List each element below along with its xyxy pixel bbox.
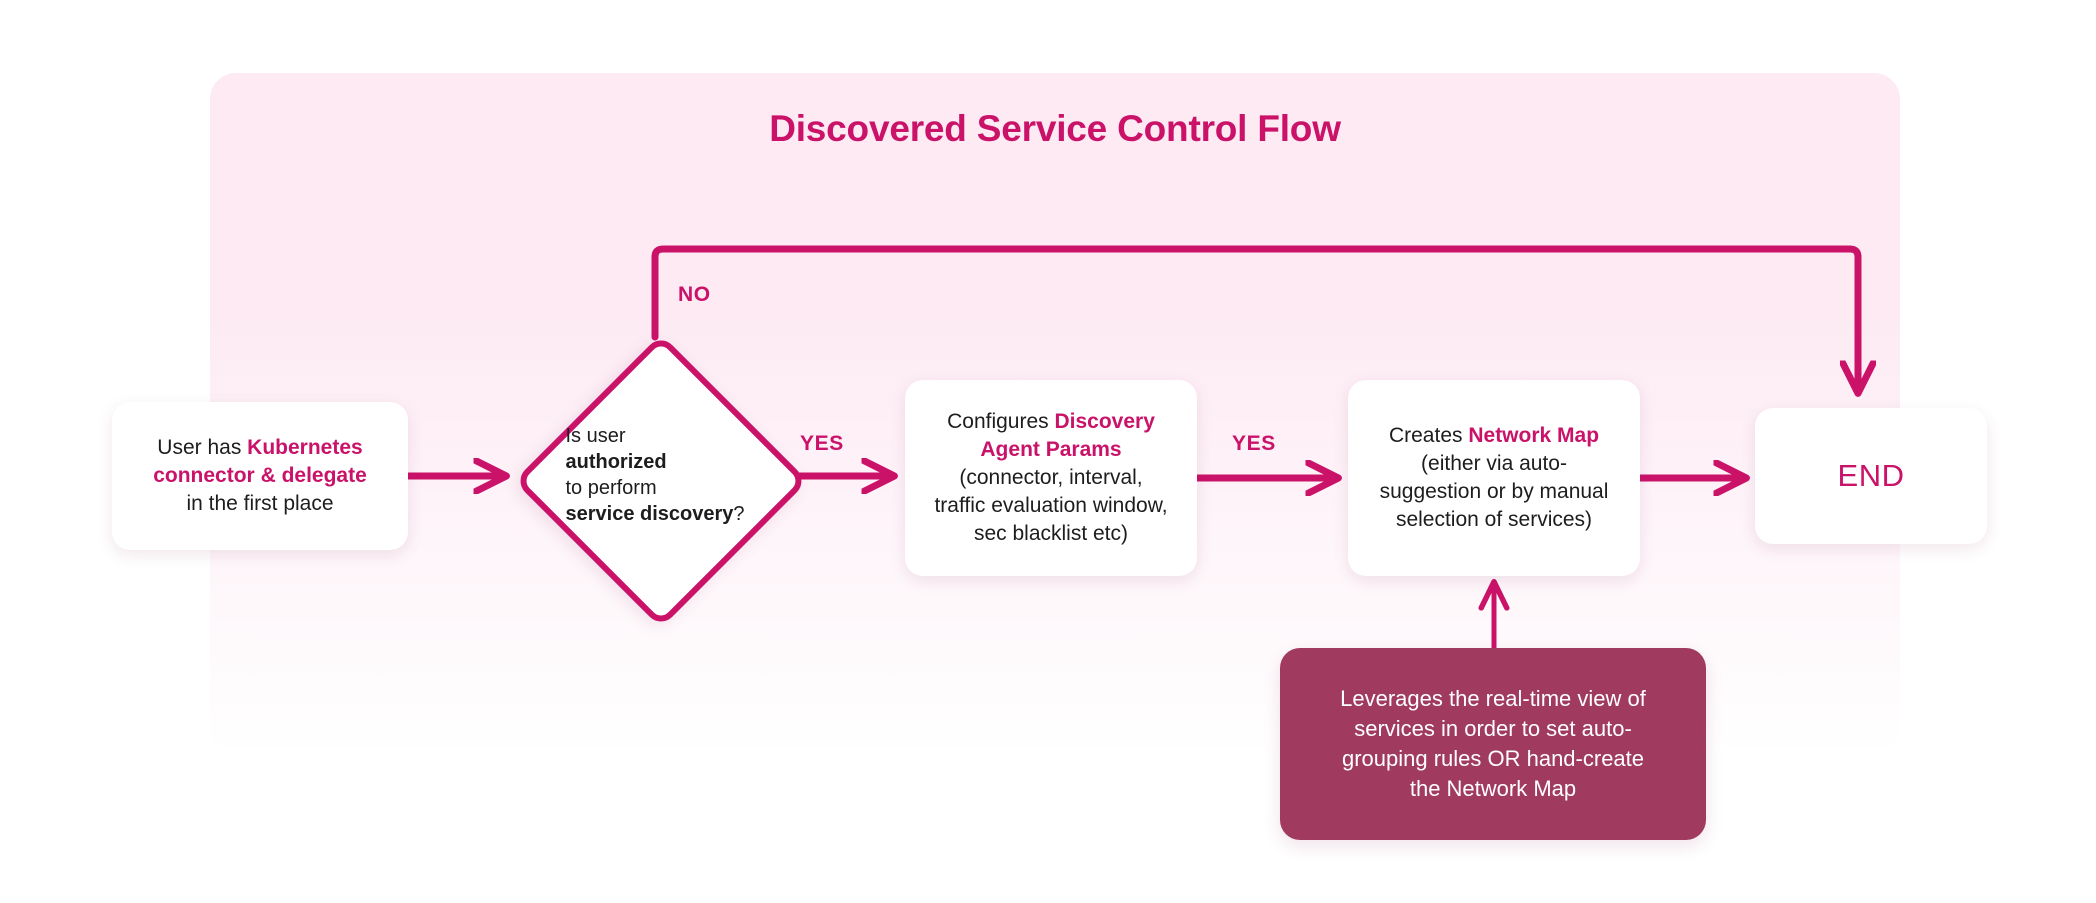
edge-label-yes-1: YES <box>800 432 844 455</box>
node-creates-network-map[interactable]: Creates Network Map (either via auto- su… <box>1348 380 1640 576</box>
node-decision-line1: Is user <box>565 425 626 447</box>
node-netmap-text: Creates Network Map (either via auto- su… <box>1366 422 1623 534</box>
node-note-text: Leverages the real-time view of services… <box>1320 684 1666 804</box>
node-decision-text: Is user authorized to perform service di… <box>565 423 744 527</box>
node-decision-line4-tail: ? <box>733 503 745 525</box>
node-note-line2: services in order to set auto- <box>1354 716 1632 741</box>
node-start-line1-plain: User has <box>157 436 248 459</box>
node-config-line3: (connector, interval, <box>959 466 1143 489</box>
edge-label-no: NO <box>678 283 711 306</box>
node-note-line1: Leverages the real-time view of <box>1340 686 1646 711</box>
node-decision-is-user-authorized[interactable]: Is user authorized to perform service di… <box>513 333 809 629</box>
node-config-text: Configures Discovery Agent Params (conne… <box>920 408 1181 548</box>
edge-label-yes-2: YES <box>1232 432 1276 455</box>
node-config-line2-bold: Agent Params <box>980 438 1122 461</box>
node-configures-discovery-agent-params[interactable]: Configures Discovery Agent Params (conne… <box>905 380 1197 576</box>
node-decision-line2-bold: authorized <box>565 451 667 473</box>
node-note-line3: grouping rules OR hand-create <box>1341 746 1645 771</box>
node-start-line1-bold: Kubernetes <box>247 436 363 459</box>
node-netmap-line4: selection of services) <box>1395 508 1593 531</box>
node-decision-line4-bold: service discovery <box>565 503 734 525</box>
node-config-line1-bold: Discovery <box>1054 410 1155 433</box>
node-start-line2-bold: connector & delegate <box>153 464 367 487</box>
node-config-line5: sec blacklist etc) <box>973 522 1129 545</box>
node-decision-line3: to perform <box>565 477 657 499</box>
node-start-text: User has Kubernetes connector & delegate… <box>139 434 381 518</box>
node-annotation-leverages-real-time-view[interactable]: Leverages the real-time view of services… <box>1280 648 1706 840</box>
node-netmap-line2: (either via auto- <box>1421 452 1567 475</box>
node-end-label: END <box>1837 458 1905 493</box>
decision-label-wrapper: Is user authorized to perform service di… <box>517 337 793 613</box>
node-start-line3: in the first place <box>186 492 334 515</box>
node-note-line4: the Network Map <box>1409 776 1577 801</box>
node-end-terminator[interactable]: END <box>1755 408 1987 544</box>
node-user-has-connector[interactable]: User has Kubernetes connector & delegate… <box>112 402 408 550</box>
node-netmap-line1-plain: Creates <box>1388 424 1469 447</box>
node-config-line1-plain: Configures <box>947 410 1055 433</box>
diagram-title: Discovered Service Control Flow <box>769 108 1341 149</box>
node-netmap-line1-bold: Network Map <box>1468 424 1600 447</box>
node-config-line4: traffic evaluation window, <box>934 494 1168 517</box>
node-netmap-line3: suggestion or by manual <box>1379 480 1609 503</box>
